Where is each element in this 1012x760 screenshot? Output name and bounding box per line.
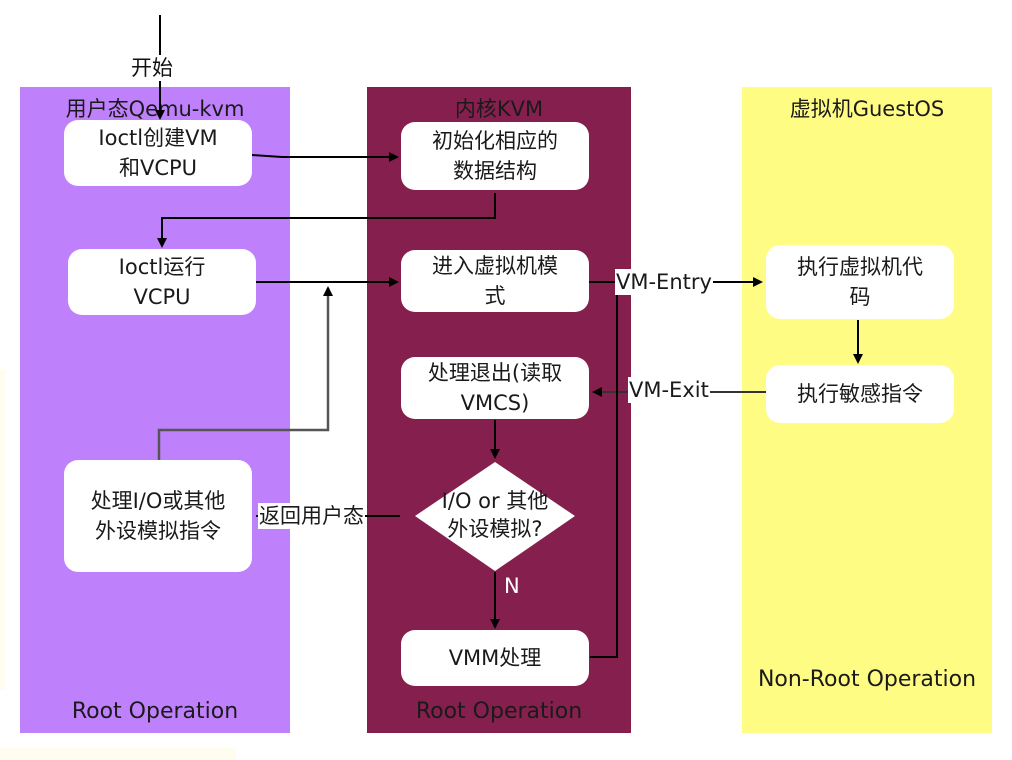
decision-text[interactable]: I/O or 其他 外设模拟? (441, 489, 549, 541)
box-ioctl-run-vcpu[interactable]: Ioctl运行 VCPU (68, 249, 256, 315)
edge-label-vm-exit: VM-Exit (628, 377, 710, 403)
box-ioctl-create-vm[interactable]: Ioctl创建VM 和VCPU (64, 120, 252, 186)
box-enter-vm-mode[interactable]: 进入虚拟机模 式 (401, 250, 589, 312)
lane-title-guest: 虚拟机GuestOS (789, 97, 945, 121)
lane-footer-guest: Non-Root Operation (757, 667, 977, 692)
box-handle-exit[interactable]: 处理退出(读取 VMCS) (401, 357, 589, 419)
lane-footer-kvm: Root Operation (415, 699, 583, 724)
edge-label-return-user: 返回用户态 (258, 503, 365, 529)
decision-no-label: N (504, 574, 520, 598)
box-init-data-structures[interactable]: 初始化相应的 数据结构 (401, 122, 589, 190)
lane-footer-user: Root Operation (71, 699, 239, 724)
lane-guest-os: 虚拟机GuestOS 执行虚拟机代 码 执行敏感指令 Non-Root Oper… (742, 87, 992, 733)
lane-title-user: 用户态Qemu-kvm (65, 97, 245, 121)
box-exec-vm-code[interactable]: 执行虚拟机代 码 (766, 245, 954, 319)
background-strip-bottom (0, 748, 236, 760)
box-vmm-handle[interactable]: VMM处理 (401, 630, 589, 686)
edge-label-vm-entry: VM-Entry (615, 269, 713, 295)
lane-title-kvm: 内核KVM (454, 97, 544, 121)
start-label: 开始 (130, 55, 174, 81)
lane-user-space: 用户态Qemu-kvm Ioctl创建VM 和VCPU Ioctl运行 VCPU… (20, 87, 290, 733)
box-handle-io[interactable]: 处理I/O或其他 外设模拟指令 (64, 460, 252, 572)
background-strip (0, 370, 6, 690)
lane-kernel-kvm: 内核KVM 初始化相应的 数据结构 进入虚拟机模 式 处理退出(读取 VMCS)… (367, 87, 631, 733)
box-exec-sensitive-instr[interactable]: 执行敏感指令 (766, 365, 954, 423)
